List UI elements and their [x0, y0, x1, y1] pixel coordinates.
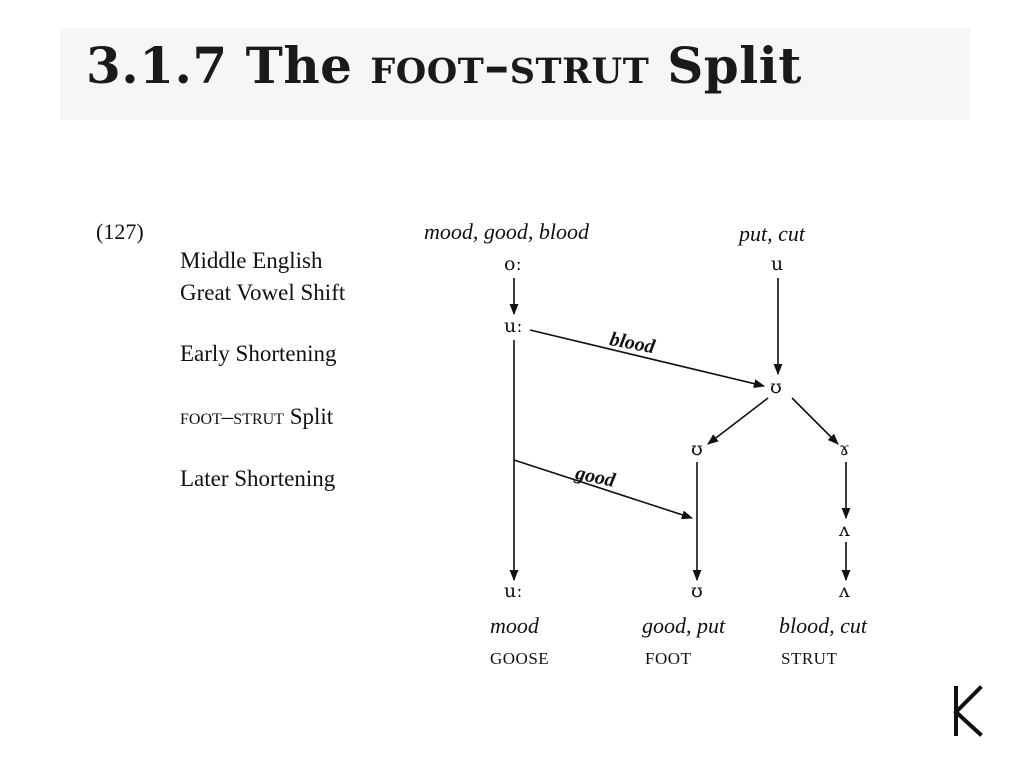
outcome-words-strut: blood, cut: [779, 613, 867, 638]
corner-logo-icon: [953, 685, 983, 737]
stage-later-shortening: Later Shortening: [180, 466, 336, 491]
vowel-final-goose: uː: [504, 580, 523, 602]
stage-early-shortening: Early Shortening: [180, 341, 337, 366]
arrow-good: [513, 459, 694, 520]
vowel-final-strut: ʌ: [839, 580, 850, 602]
vowel-final-foot: ʊ: [691, 580, 703, 602]
outcome-words-goose: mood: [490, 613, 539, 638]
lexical-set-foot: FOOT: [645, 649, 692, 668]
arrow-blood: [529, 329, 766, 389]
stage-split-label: Split: [289, 404, 334, 429]
header-mood-good-blood: mood, good, blood: [424, 219, 589, 244]
section-number: 3.1.7: [86, 36, 228, 95]
title-the: The: [245, 36, 353, 95]
header-put-cut: put, cut: [739, 221, 805, 246]
vowel-gvs: uː: [504, 315, 523, 337]
title-band: [60, 28, 970, 120]
vowel-split-right: ɤ: [839, 438, 850, 460]
stage-foot-strut-label: foot–strut: [180, 404, 284, 429]
lexical-set-goose: GOOSE: [490, 649, 550, 668]
title-foot-strut: foot–strut: [370, 36, 650, 95]
arrow-split-left: [707, 397, 769, 445]
vowel-me-short: u: [771, 253, 784, 275]
page-title: 3.1.7 The foot–strut Split: [86, 36, 802, 95]
stage-foot-strut-split: foot–strut Split: [180, 404, 333, 430]
arrow-split-right: [791, 397, 839, 445]
title-split: Split: [667, 36, 802, 95]
vowel-early-short: ʊ: [770, 376, 782, 398]
stage-great-vowel-shift: Great Vowel Shift: [180, 280, 346, 305]
vowel-strut-mid: ʌ: [839, 519, 850, 541]
vowel-me-long: oː: [504, 253, 522, 275]
example-number: (127): [96, 219, 144, 244]
lexical-set-strut: STRUT: [781, 649, 838, 668]
outcome-words-foot: good, put: [642, 613, 726, 638]
vowel-split-left: ʊ: [691, 438, 703, 460]
stage-middle-english: Middle English: [180, 248, 323, 273]
